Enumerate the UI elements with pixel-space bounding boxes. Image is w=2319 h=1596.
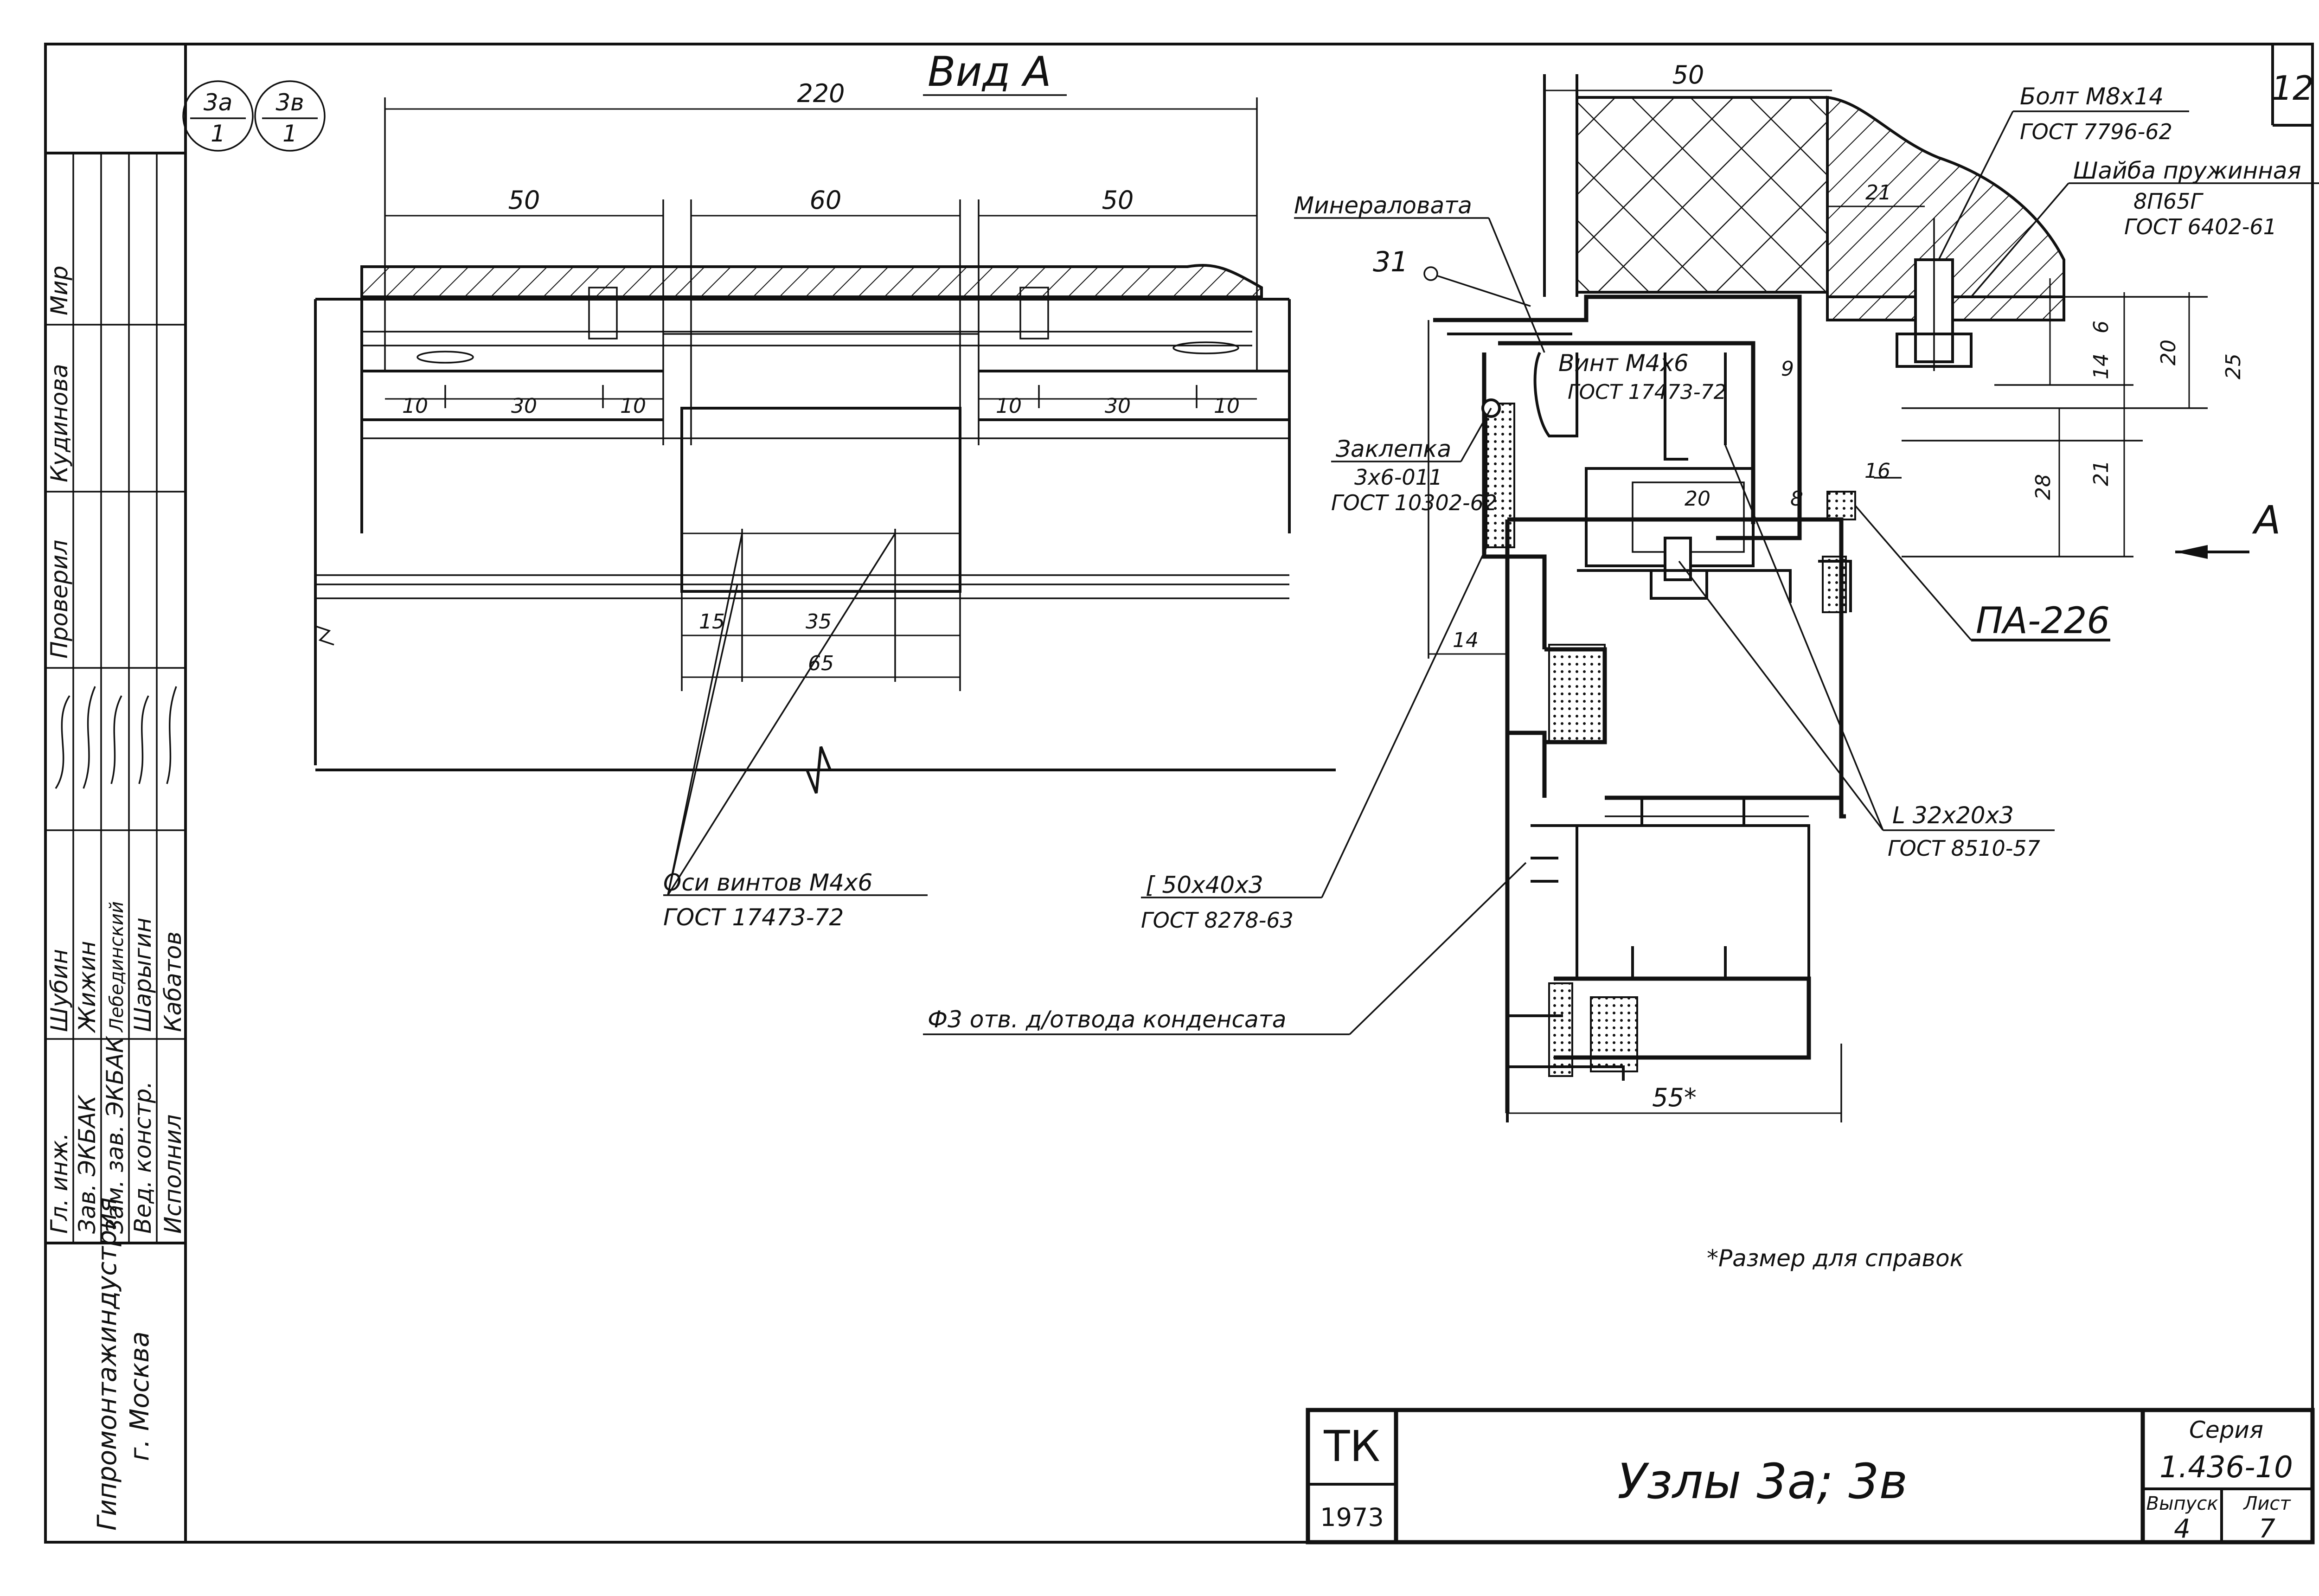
sheet-number: 12: [2271, 69, 2314, 108]
screw-label-2: ГОСТ 17473-72: [1568, 380, 1727, 404]
right-section: 50 21 Винт М4х6 ГОСТ 17473-72 9 20 8 16: [923, 60, 2319, 1272]
stamp-name-4: Шарыгин: [129, 917, 156, 1032]
sheet-label: Лист: [2242, 1493, 2291, 1514]
stamp-role-3: Зам. зав. ЭКБАК: [102, 1035, 128, 1234]
bolt-label-1: Болт М8х14: [2020, 83, 2164, 110]
screw-label-1: Винт М4х6: [1558, 350, 1689, 377]
view-title: Вид А: [928, 48, 1051, 96]
series-label: Серия: [2189, 1417, 2263, 1443]
dim-20-inner: 20: [1685, 487, 1710, 511]
title-text: Узлы 3а; 3в: [1617, 1453, 1908, 1510]
dim-bottom-b: 35: [806, 610, 832, 634]
title-year: 1973: [1320, 1503, 1384, 1532]
channel-label-1: [ 50х40х3: [1146, 872, 1263, 898]
org-city: г. Москва: [125, 1331, 155, 1461]
dim-bottom-55: 55*: [1652, 1083, 1697, 1112]
stamp-role-5: Исполнил: [160, 1115, 186, 1234]
stamp-name-2: Жижин: [74, 941, 101, 1033]
dim-14-left: 14: [1453, 628, 1479, 652]
stamp-role-1: Гл. инж.: [46, 1133, 73, 1234]
stamp-checker-name: Кудинова: [46, 364, 73, 482]
dim-group-2: 60: [810, 186, 842, 215]
dim-bottom-total: 65: [808, 652, 834, 675]
stamp-name-5: Кабатов: [160, 931, 186, 1032]
angle-label-2: ГОСТ 8510-57: [1888, 836, 2040, 861]
dim-v-20: 20: [2157, 340, 2180, 365]
stamp-role-2: Зав. ЭКБАК: [74, 1094, 101, 1234]
node-refs: 3а 1 3в 1: [182, 80, 326, 152]
left-view: 220 50 60 50: [314, 79, 1336, 931]
issue-label: Выпуск: [2146, 1493, 2218, 1514]
callout-screws-2: ГОСТ 17473-72: [663, 904, 844, 931]
profile-code: ПА-226: [1976, 600, 2110, 642]
dim-16: 16: [1864, 459, 1890, 483]
bolt-label-2: ГОСТ 7796-62: [2020, 119, 2172, 144]
dim-v-25: 25: [2222, 353, 2245, 379]
angle-label-1: L 32х20х3: [1892, 802, 2014, 829]
node-ref-2-top: 3в: [275, 89, 304, 116]
mineral-wool-label: Минераловата: [1294, 192, 1472, 219]
dim-21: 21: [1865, 181, 1891, 205]
sheet-value: 7: [2259, 1514, 2275, 1544]
dim-group-3: 50: [1102, 186, 1134, 215]
sheet-frame: [44, 43, 2314, 1544]
rivet-label-3: ГОСТ 10302-62: [1331, 490, 1497, 515]
rivet-label-2: 3х6-011: [1354, 465, 1442, 490]
channel-label-2: ГОСТ 8278-63: [1141, 908, 1294, 933]
org-name: Гипромонтажиндустрия: [92, 1198, 122, 1531]
title-block: ТК 1973 Узлы 3а; 3в Серия 1.436-10 Выпус…: [1306, 1408, 2315, 1545]
section-marker: А: [2252, 497, 2281, 543]
stamp-checker-sign: Мир: [46, 266, 73, 315]
dim-v-28: 28: [2031, 474, 2055, 500]
dim-group-1: 50: [508, 186, 540, 215]
dim-8: 8: [1790, 487, 1803, 511]
dim-v-14: 14: [2089, 353, 2113, 379]
dim-v-6: 6: [2089, 320, 2113, 333]
washer-label-3: ГОСТ 6402-61: [2124, 214, 2277, 239]
dim-right-sub-2: 30: [1105, 394, 1131, 418]
node-ref-1-bottom: 1: [211, 120, 225, 147]
reference-note: *Размер для справок: [1707, 1245, 1964, 1272]
signatures: [55, 686, 177, 789]
dim-bottom-a: 15: [699, 610, 725, 634]
series-value: 1.436-10: [2159, 1450, 2293, 1485]
dim-right-sub-3: 10: [1214, 394, 1240, 418]
side-stamp: Гл. инж. Зав. ЭКБАК Зам. зав. ЭКБАК Вед.…: [45, 152, 186, 1531]
rivet-label-1: Заклепка: [1336, 436, 1451, 462]
issue-value: 4: [2174, 1514, 2191, 1544]
stamp-checked: Проверил: [46, 540, 73, 659]
dim-v-21: 21: [2089, 460, 2113, 486]
callout-screws-1: Оси винтов М4х6: [663, 869, 872, 896]
label-31: 31: [1373, 246, 1408, 278]
title-code: ТК: [1323, 1422, 1380, 1471]
node-ref-1-top: 3а: [204, 89, 232, 116]
washer-label-1: Шайба пружинная: [2073, 157, 2301, 184]
dim-top: 50: [1672, 60, 1704, 90]
dim-left-sub-3: 10: [620, 394, 646, 418]
washer-label-2: 8П65Г: [2133, 189, 2204, 214]
stamp-name-1: Шубин: [46, 949, 73, 1032]
stamp-name-3: Лебединский: [106, 901, 128, 1033]
dim-left-sub-1: 10: [402, 394, 428, 418]
stamp-role-4: Вед. констр.: [129, 1081, 156, 1234]
dim-right-sub-1: 10: [996, 394, 1022, 418]
dim-left-sub-2: 30: [511, 394, 537, 418]
node-ref-2-bottom: 1: [282, 120, 297, 147]
dim-overall: 220: [797, 79, 845, 108]
condensate-label: Ф3 отв. д/отвода конденсата: [928, 1006, 1286, 1033]
dim-9: 9: [1781, 357, 1794, 381]
